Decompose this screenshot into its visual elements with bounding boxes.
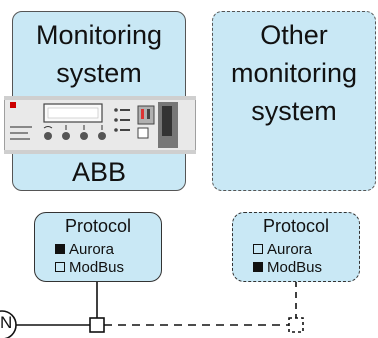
checked-box-icon [55,244,65,254]
protocol-option-aurora[interactable]: Aurora [55,240,114,258]
protocol-box-abb: Protocol Aurora ModBus [34,212,162,282]
protocol-option-label: Aurora [267,240,313,258]
other-title-line3: system [251,96,337,126]
protocol-title: Protocol [64,216,132,236]
abb-bus-node [89,317,105,333]
checked-box-icon [253,262,263,272]
abb-datalogger-device [4,96,196,154]
unchecked-box-icon [55,262,65,272]
protocol-option-aurora[interactable]: Aurora [253,240,312,258]
abb-title-line1: Monitoring [35,20,163,50]
protocol-option-label: Aurora [69,240,115,258]
abb-brand-label: ABB [71,157,127,187]
protocol-option-label: ModBus [267,258,323,276]
bus-end-label: N [0,313,13,332]
protocol-option-modbus[interactable]: ModBus [253,258,322,276]
other-bus-node [288,317,304,333]
protocol-option-label: ModBus [69,258,125,276]
device-buttons [44,132,106,140]
protocol-option-modbus[interactable]: ModBus [55,258,124,276]
other-monitoring-system-box: Other monitoring system [212,11,376,191]
protocol-box-other: Protocol Aurora ModBus [232,212,360,282]
bus-end-circle [0,310,17,338]
abb-title-line2: system [56,58,142,88]
other-title-line1: Other [260,20,328,50]
protocol-title: Protocol [262,216,330,236]
other-title-line2: monitoring [230,58,358,88]
unchecked-box-icon [253,244,263,254]
